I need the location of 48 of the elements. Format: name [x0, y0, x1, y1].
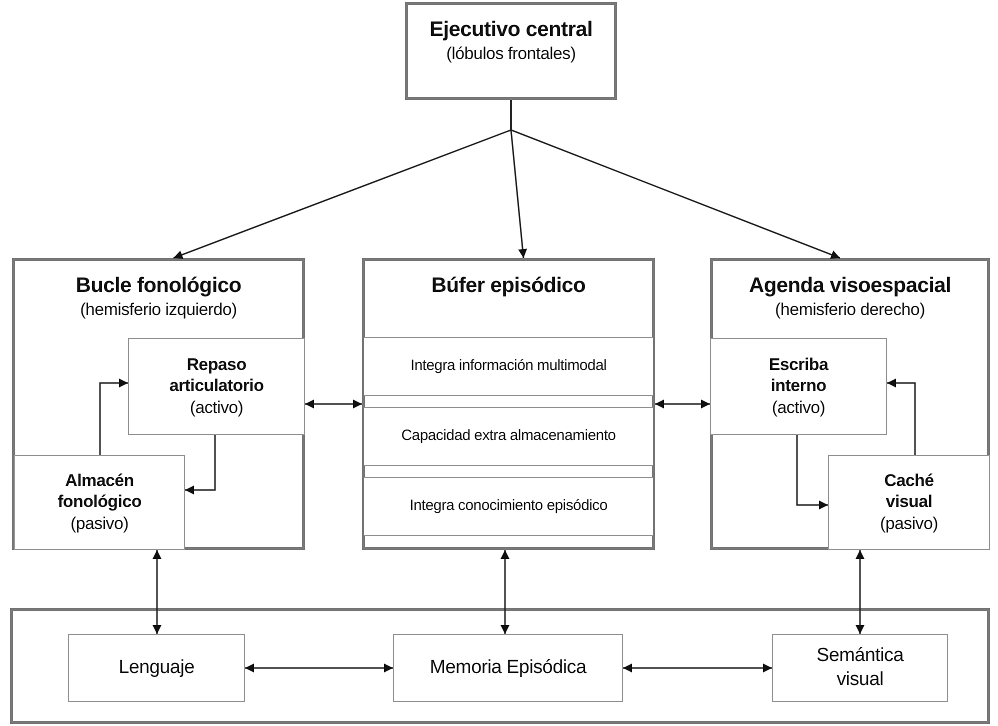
node-subtitle: (hemisferio izquierdo)	[80, 299, 237, 322]
arrow	[510, 100, 840, 259]
node-label: Memoria Episódica	[430, 656, 586, 680]
node-label: Integra información multimodal	[410, 357, 607, 376]
component-box	[828, 455, 990, 550]
module-box	[405, 2, 617, 100]
arrow	[152, 550, 162, 634]
node-title: Bucle fonológico	[76, 273, 242, 299]
arrow	[305, 400, 362, 408]
function-band	[364, 337, 653, 396]
arrow	[500, 550, 510, 634]
node-subtitle: (pasivo)	[70, 512, 129, 535]
node-subtitle: (pasivo)	[880, 512, 938, 535]
component-box	[710, 338, 887, 435]
node-subtitle: (activo)	[190, 396, 244, 419]
arrow	[185, 435, 216, 494]
module-box	[710, 258, 990, 550]
arrow	[655, 400, 710, 408]
node-title: Caché visual	[883, 470, 935, 513]
node-title: Búfer episódico	[431, 273, 586, 299]
function-band	[364, 477, 653, 536]
component-box	[128, 338, 305, 435]
component-box	[14, 455, 185, 550]
node-label: Semántica visual	[815, 644, 905, 692]
node-label: Lenguaje	[118, 656, 194, 680]
node-subtitle: (lóbulos frontales)	[446, 43, 576, 66]
node-subtitle: (activo)	[772, 396, 826, 419]
memory-box	[772, 634, 948, 702]
node-title: Escriba interno	[768, 354, 830, 397]
node-subtitle: (hemisferio derecho)	[775, 299, 925, 322]
node-title: Repaso articulatorio	[168, 354, 265, 397]
node-label: Capacidad extra almacenamiento	[401, 427, 616, 446]
memory-box	[68, 634, 245, 702]
arrow	[99, 378, 128, 455]
module-box	[362, 258, 655, 550]
memory-box	[393, 634, 623, 702]
arrow	[887, 378, 916, 455]
node-title: Almacén fonológico	[56, 470, 142, 513]
container-box	[10, 608, 990, 724]
node-title: Agenda visoespacial	[748, 273, 952, 299]
arrow	[245, 664, 393, 672]
arrow	[856, 550, 864, 634]
module-box	[12, 258, 305, 550]
function-band	[364, 407, 653, 466]
arrow	[623, 664, 772, 672]
arrow	[796, 435, 828, 510]
node-title: Ejecutivo central	[430, 17, 592, 43]
node-label: Integra conocimiento episódico	[410, 497, 608, 516]
